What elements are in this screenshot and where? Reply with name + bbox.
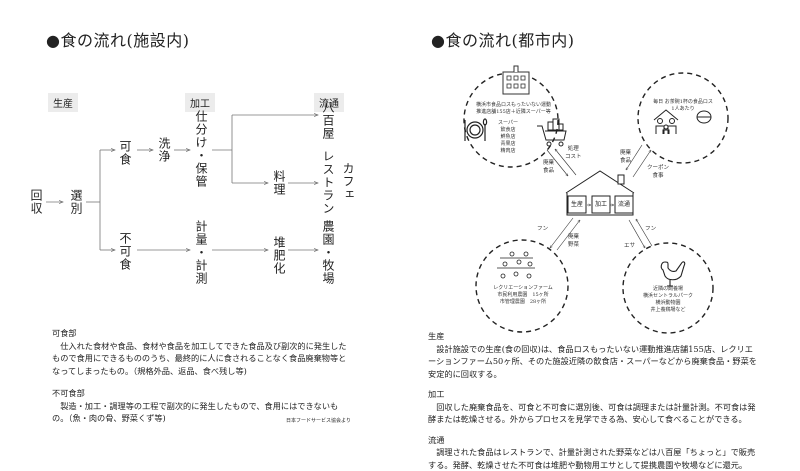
label-stores-waste: 廃棄食品 [543, 159, 554, 175]
note-body-edible: 仕入れた食材や食品、食材や食品を加工してできた食品及び副次的に発生したもので食用… [52, 340, 347, 376]
livestock-line-2: 横浜セントラルパーク [642, 293, 693, 299]
stores-line-2: 推進店舗155店＋近隣スーパー等 [476, 109, 551, 115]
store-type: スーパー [498, 120, 518, 126]
label-line: 食品 [543, 168, 555, 174]
house-box-processing: 加工 [594, 201, 607, 208]
label-homes-coupon: クーポン食事 [647, 164, 669, 180]
homes-circle-text: 毎日 お茶碗1杯の食品ロス 1人あたり [648, 99, 718, 113]
farms-circle-text: レクリエーションファーム 市民利用農園 15ヶ所 市管理農園 28ヶ所 [487, 285, 559, 306]
note-heading-production: 生産 [428, 331, 445, 341]
note-body-inedible: 製造・加工・調理等の工程で副次的に発生したもので、食用にはできないもの。（魚・肉… [52, 400, 339, 424]
store-type: 飲食店 [500, 127, 516, 133]
label-line: コスト [565, 154, 582, 160]
livestock-circle-text: 近隣の飼養場 横浜セントラルパーク 横浜動物園 井上養鶏場など [636, 286, 700, 314]
label-line: 処理 [567, 146, 579, 152]
label-line: 廃棄 [620, 150, 632, 156]
stage-label-production: 生産 [48, 93, 78, 112]
node-inedible: 不可食 [118, 232, 132, 271]
rice-bowl-icon [696, 110, 712, 124]
label-farms-manure: フン [537, 226, 549, 232]
store-type: 青果店 [500, 141, 516, 147]
node-sort: 選別 [69, 189, 83, 215]
chicken-icon [660, 261, 686, 287]
label-line: 廃棄 [543, 160, 555, 166]
plate-cutlery-icon [464, 118, 488, 141]
node-edible: 可食 [118, 140, 132, 166]
right-diagram-graphics [463, 65, 729, 334]
store-type: 鮮魚店 [500, 134, 516, 140]
stage-label-distribution: 流通 [314, 93, 344, 112]
vegetable-field-icon [497, 251, 535, 279]
label-line: クーポン [647, 165, 670, 171]
homes-line-2: 1人あたり [671, 106, 695, 112]
livestock-circle [622, 242, 714, 334]
homes-line-1: 毎日 お茶碗1杯の食品ロス [653, 99, 713, 105]
node-collect: 回収 [29, 189, 43, 215]
facility-house-icon [565, 170, 635, 216]
store-type: 精肉店 [500, 148, 516, 154]
label-line: 野菜 [568, 242, 580, 248]
source-credit: 日本フードサービス協会より [286, 418, 351, 424]
farms-line-3: 市管理農園 28ヶ所 [499, 299, 547, 305]
note-body-production: 設計施設での生産(食の回収)は、食品ロスもったいない運動推進店舗155店、レクリ… [428, 343, 757, 379]
stores-circle [463, 72, 559, 168]
note-heading-distribution: 流通 [428, 434, 445, 445]
building-icon [502, 65, 530, 95]
node-measure: 計量・計測 [194, 220, 208, 285]
node-restaurant: レストラン [321, 150, 335, 215]
label-homes-waste: 廃棄食品 [620, 149, 631, 165]
house-box-production: 生産 [570, 201, 583, 208]
left-notes: 可食部 仕入れた食材や食品、食材や食品を加工してできた食品及び副次的に発生したも… [52, 327, 352, 425]
house-box-distribution: 流通 [617, 201, 630, 208]
note-body-processing: 回収した廃棄食品を、可食と不可食に選別後、可食は調理または計量計測。不可食は発酵… [428, 401, 756, 425]
left-flow-lines [46, 0, 800, 450]
note-heading-processing: 加工 [428, 389, 445, 399]
note-heading-edible: 可食部 [52, 328, 77, 338]
node-cafe: カフェ [341, 162, 355, 201]
homes-circle [637, 72, 729, 164]
note-heading-inedible: 不可食部 [52, 388, 85, 398]
farms-line-1: レクリエーションファーム [493, 285, 553, 291]
label-farms-veg: 廃棄野菜 [568, 233, 579, 249]
livestock-line-4: 井上養鶏場など [650, 307, 686, 313]
label-line: 食品 [620, 158, 632, 164]
label-stores-cost: 処理コスト [565, 145, 582, 161]
label-line: 廃棄 [568, 234, 580, 240]
family-house-icon [653, 109, 679, 134]
store-type-list: スーパー 飲食店 鮮魚店 青果店 精肉店 [496, 120, 520, 155]
node-cook: 料理 [272, 170, 286, 196]
node-wash: 洗浄 [157, 137, 171, 163]
farms-line-2: 市民利用農園 15ヶ所 [497, 292, 549, 298]
stores-line-1: 横浜市食品ロスもったいない運動 [475, 102, 551, 108]
stores-circle-text: 横浜市食品ロスもったいない運動 推進店舗155店＋近隣スーパー等 [471, 102, 556, 116]
livestock-line-1: 近隣の飼養場 [652, 286, 683, 292]
node-farm: 農園・牧場 [321, 220, 335, 285]
farms-circle [475, 239, 569, 333]
shopping-cart-icon [537, 118, 567, 147]
node-store: 仕分け・保管 [194, 110, 208, 188]
stage-label-processing: 加工 [185, 93, 215, 112]
left-title: ●食の流れ(施設内) [46, 31, 190, 50]
node-greengrocer: 八百屋 [321, 101, 335, 140]
node-compost: 堆肥化 [272, 236, 286, 275]
label-line: 食事 [652, 173, 664, 179]
label-livestock-feed: エサ [624, 243, 636, 249]
right-title: ●食の流れ(都市内) [431, 31, 575, 50]
livestock-line-3: 横浜動物園 [655, 300, 681, 306]
label-livestock-manure: フン [645, 226, 657, 232]
